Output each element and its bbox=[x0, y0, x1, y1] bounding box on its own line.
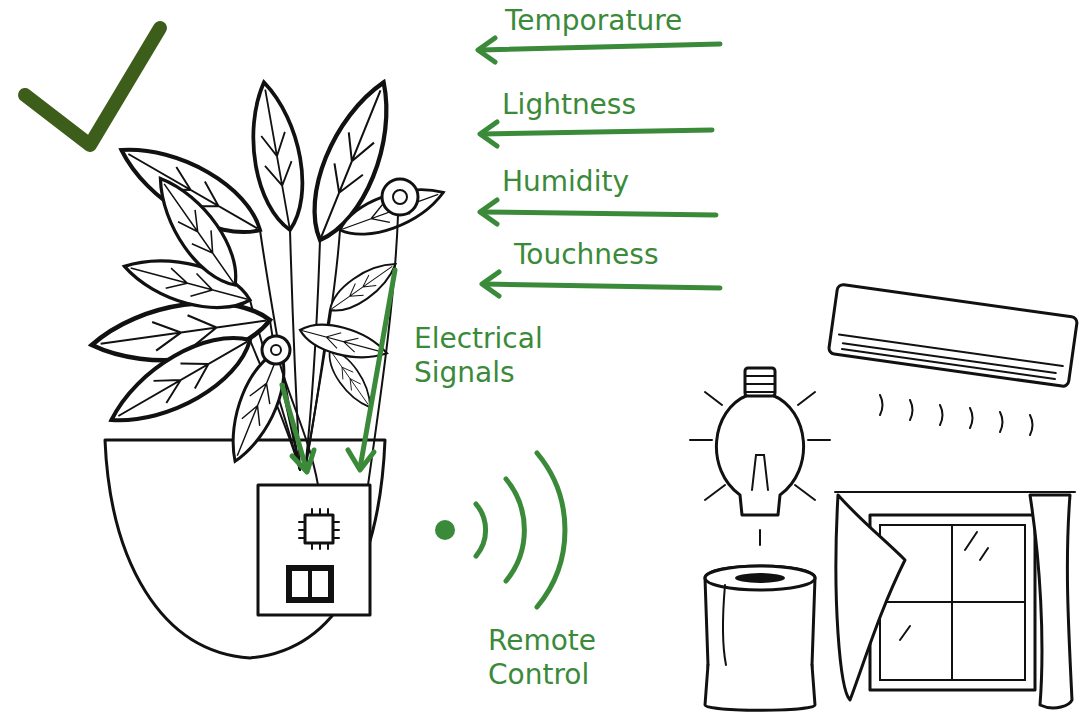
handwritten-label: Lightness bbox=[500, 88, 638, 122]
humidifier bbox=[705, 566, 815, 710]
handwritten-label: Remote Control bbox=[486, 624, 660, 691]
handwritten-label: Temporature bbox=[503, 4, 684, 38]
wireless-dot bbox=[435, 520, 455, 540]
sensor bbox=[271, 345, 281, 355]
switch bbox=[292, 571, 308, 597]
air-flow bbox=[880, 395, 1033, 435]
window bbox=[835, 492, 1075, 708]
chip bbox=[305, 515, 333, 543]
signal-arrows bbox=[282, 270, 395, 472]
chip-pins bbox=[299, 509, 339, 549]
input-arrows bbox=[478, 38, 720, 296]
leaf bbox=[334, 177, 449, 246]
wireless-waves bbox=[476, 453, 565, 607]
sensor bbox=[382, 179, 418, 215]
handwritten-label: Humidity bbox=[500, 165, 631, 199]
leaf bbox=[297, 317, 391, 366]
leaf bbox=[144, 167, 251, 296]
sensor bbox=[262, 336, 290, 364]
handwritten-label: Touchness bbox=[512, 238, 661, 272]
handwritten-label: Electrical Signals bbox=[412, 322, 596, 389]
switch bbox=[312, 571, 328, 597]
sensor bbox=[393, 190, 407, 204]
air-conditioner bbox=[828, 284, 1077, 387]
sensor-wire bbox=[280, 364, 318, 485]
switch bbox=[286, 565, 334, 603]
leaf bbox=[242, 78, 312, 234]
plant-pot bbox=[105, 440, 385, 658]
circuit-board bbox=[258, 485, 370, 615]
light-bulb bbox=[690, 368, 830, 545]
checkmark bbox=[25, 28, 160, 145]
